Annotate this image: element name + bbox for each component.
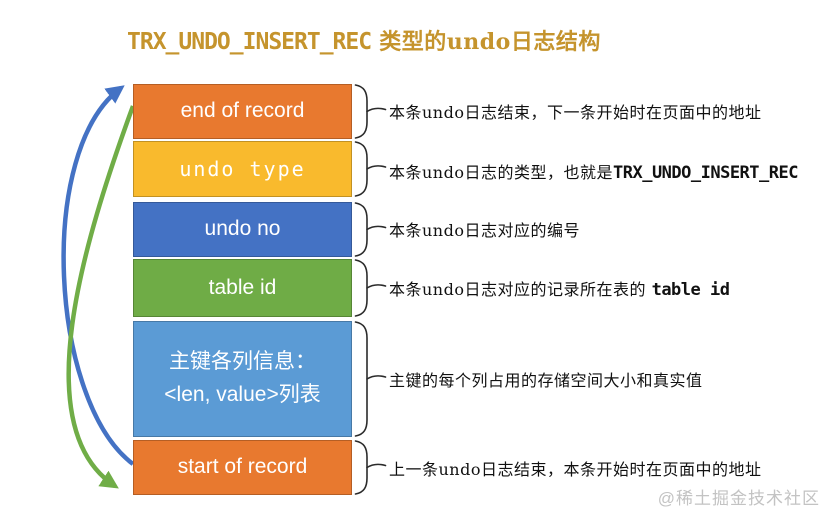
box-undo-no: undo no [133, 202, 352, 257]
row-end-of-record: end of record [133, 84, 387, 139]
brace-icon [354, 84, 387, 139]
brace-icon [354, 440, 387, 495]
box-label: undo type [179, 156, 306, 181]
prev-record-arrow-icon [66, 105, 136, 489]
watermark: @稀土掘金技术社区 [657, 489, 820, 508]
box-label: table id [208, 275, 277, 299]
annotation-text: 本条undo日志结束，下一条开始时在页面中的地址 [389, 103, 762, 122]
annotation-code: TRX_UNDO_INSERT_REC [613, 163, 798, 183]
annotation-table-id: 本条undo日志对应的记录所在表的 table id [389, 276, 730, 300]
row-pk-columns: 主键各列信息： <len, value>列表 [133, 321, 387, 437]
box-label: 主键各列信息： <len, value>列表 [164, 350, 321, 406]
annotation-end-of-record: 本条undo日志结束，下一条开始时在页面中的地址 [389, 99, 762, 123]
annotation-text: 本条undo日志的类型，也就是 [389, 163, 613, 182]
brace-icon [354, 141, 387, 197]
title-text-segment: 类型的undo日志结构 [371, 29, 601, 55]
annotation-undo-no: 本条undo日志对应的编号 [389, 217, 580, 241]
annotation-text: 主键的每个列占用的存储空间大小和真实值 [389, 371, 703, 390]
annotation-undo-type: 本条undo日志的类型，也就是TRX_UNDO_INSERT_REC [389, 159, 798, 183]
box-pk-columns: 主键各列信息： <len, value>列表 [133, 321, 352, 437]
box-undo-type: undo type [133, 141, 352, 197]
row-start-of-record: start of record [133, 440, 387, 495]
row-table-id: table id [133, 259, 387, 317]
box-label: undo no [204, 217, 281, 241]
box-label: end of record [180, 99, 305, 123]
box-table-id: table id [133, 259, 352, 317]
annotation-text: 本条undo日志对应的记录所在表的 [389, 280, 652, 299]
brace-icon [354, 321, 387, 437]
annotation-text: 本条undo日志对应的编号 [389, 221, 580, 240]
title-code-segment: TRX_UNDO_INSERT_REC [127, 29, 372, 55]
box-end-of-record: end of record [133, 84, 352, 139]
next-record-arrow-icon [61, 85, 135, 466]
page-title: TRX_UNDO_INSERT_REC 类型的undo日志结构 [127, 24, 601, 56]
annotation-pk-columns: 主键的每个列占用的存储空间大小和真实值 [389, 367, 703, 391]
box-label: start of record [177, 455, 308, 479]
row-undo-type: undo type [133, 141, 387, 197]
annotation-start-of-record: 上一条undo日志结束，本条开始时在页面中的地址 [389, 456, 762, 480]
brace-icon [354, 202, 387, 257]
annotation-text: 上一条undo日志结束，本条开始时在页面中的地址 [389, 460, 762, 479]
annotation-code: table id [651, 280, 730, 300]
box-start-of-record: start of record [133, 440, 352, 495]
row-undo-no: undo no [133, 202, 387, 257]
brace-icon [354, 259, 387, 317]
